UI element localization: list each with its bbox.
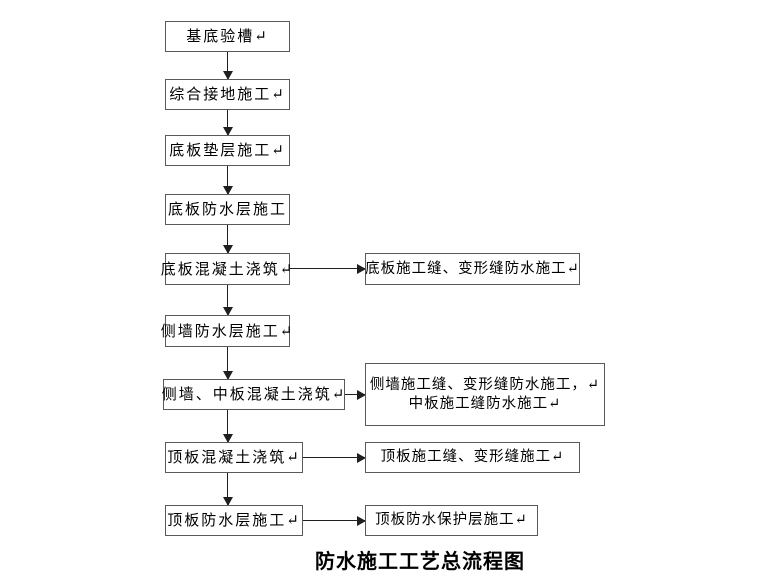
node-base-slab-waterproof-layer: 底板防水层施工 (165, 194, 290, 225)
node-base-slab-concrete-pouring: 底板混凝土浇筑↵ (161, 253, 292, 285)
node-base-slab-joint-waterproofing: 底板施工缝、变形缝防水施工↵ (365, 253, 580, 285)
node-side-wall-mid-slab-concrete-pouring: 侧墙、中板混凝土浇筑↵ (162, 379, 345, 410)
node-roof-slab-waterproof-layer: 顶板防水层施工↵ (165, 505, 303, 536)
branch-label-line2: 中板施工缝防水施工↵ (408, 395, 562, 412)
arrow-right-connector-1 (290, 264, 366, 274)
arrow-down-connector-3 (223, 166, 233, 195)
arrow-down-connector-6 (223, 347, 233, 380)
node-roof-slab-concrete-pouring: 顶板混凝土浇筑↵ (165, 442, 303, 473)
arrow-right-connector-2 (345, 390, 366, 400)
arrow-right-connector-4 (303, 516, 366, 526)
arrow-down-connector-8 (223, 473, 233, 506)
node-roof-slab-joint-construction: 顶板施工缝、变形缝施工↵ (365, 442, 580, 473)
node-integrated-grounding-construction: 综合接地施工↵ (165, 79, 290, 110)
arrow-down-connector-5 (223, 285, 233, 316)
node-roof-slab-waterproof-protection-layer: 顶板防水保护层施工↵ (365, 505, 538, 536)
node-side-wall-waterproof-layer: 侧墙防水层施工↵ (161, 315, 292, 347)
arrow-right-connector-3 (303, 453, 366, 463)
arrow-down-connector-4 (223, 225, 233, 254)
branch-label-line1: 侧墙施工缝、变形缝防水施工，↵ (369, 377, 601, 394)
node-foundation-trench-inspection: 基底验槽↵ (165, 21, 290, 52)
arrow-down-connector-2 (223, 110, 233, 136)
diagram-caption: 防水施工工艺总流程图 (315, 549, 525, 573)
arrow-down-connector-7 (223, 410, 233, 443)
arrow-down-connector-1 (223, 52, 233, 80)
node-side-wall-joint-waterproofing: 侧墙施工缝、变形缝防水施工，↵ 中板施工缝防水施工↵ (365, 363, 605, 426)
node-base-slab-cushion-construction: 底板垫层施工↵ (165, 135, 290, 166)
